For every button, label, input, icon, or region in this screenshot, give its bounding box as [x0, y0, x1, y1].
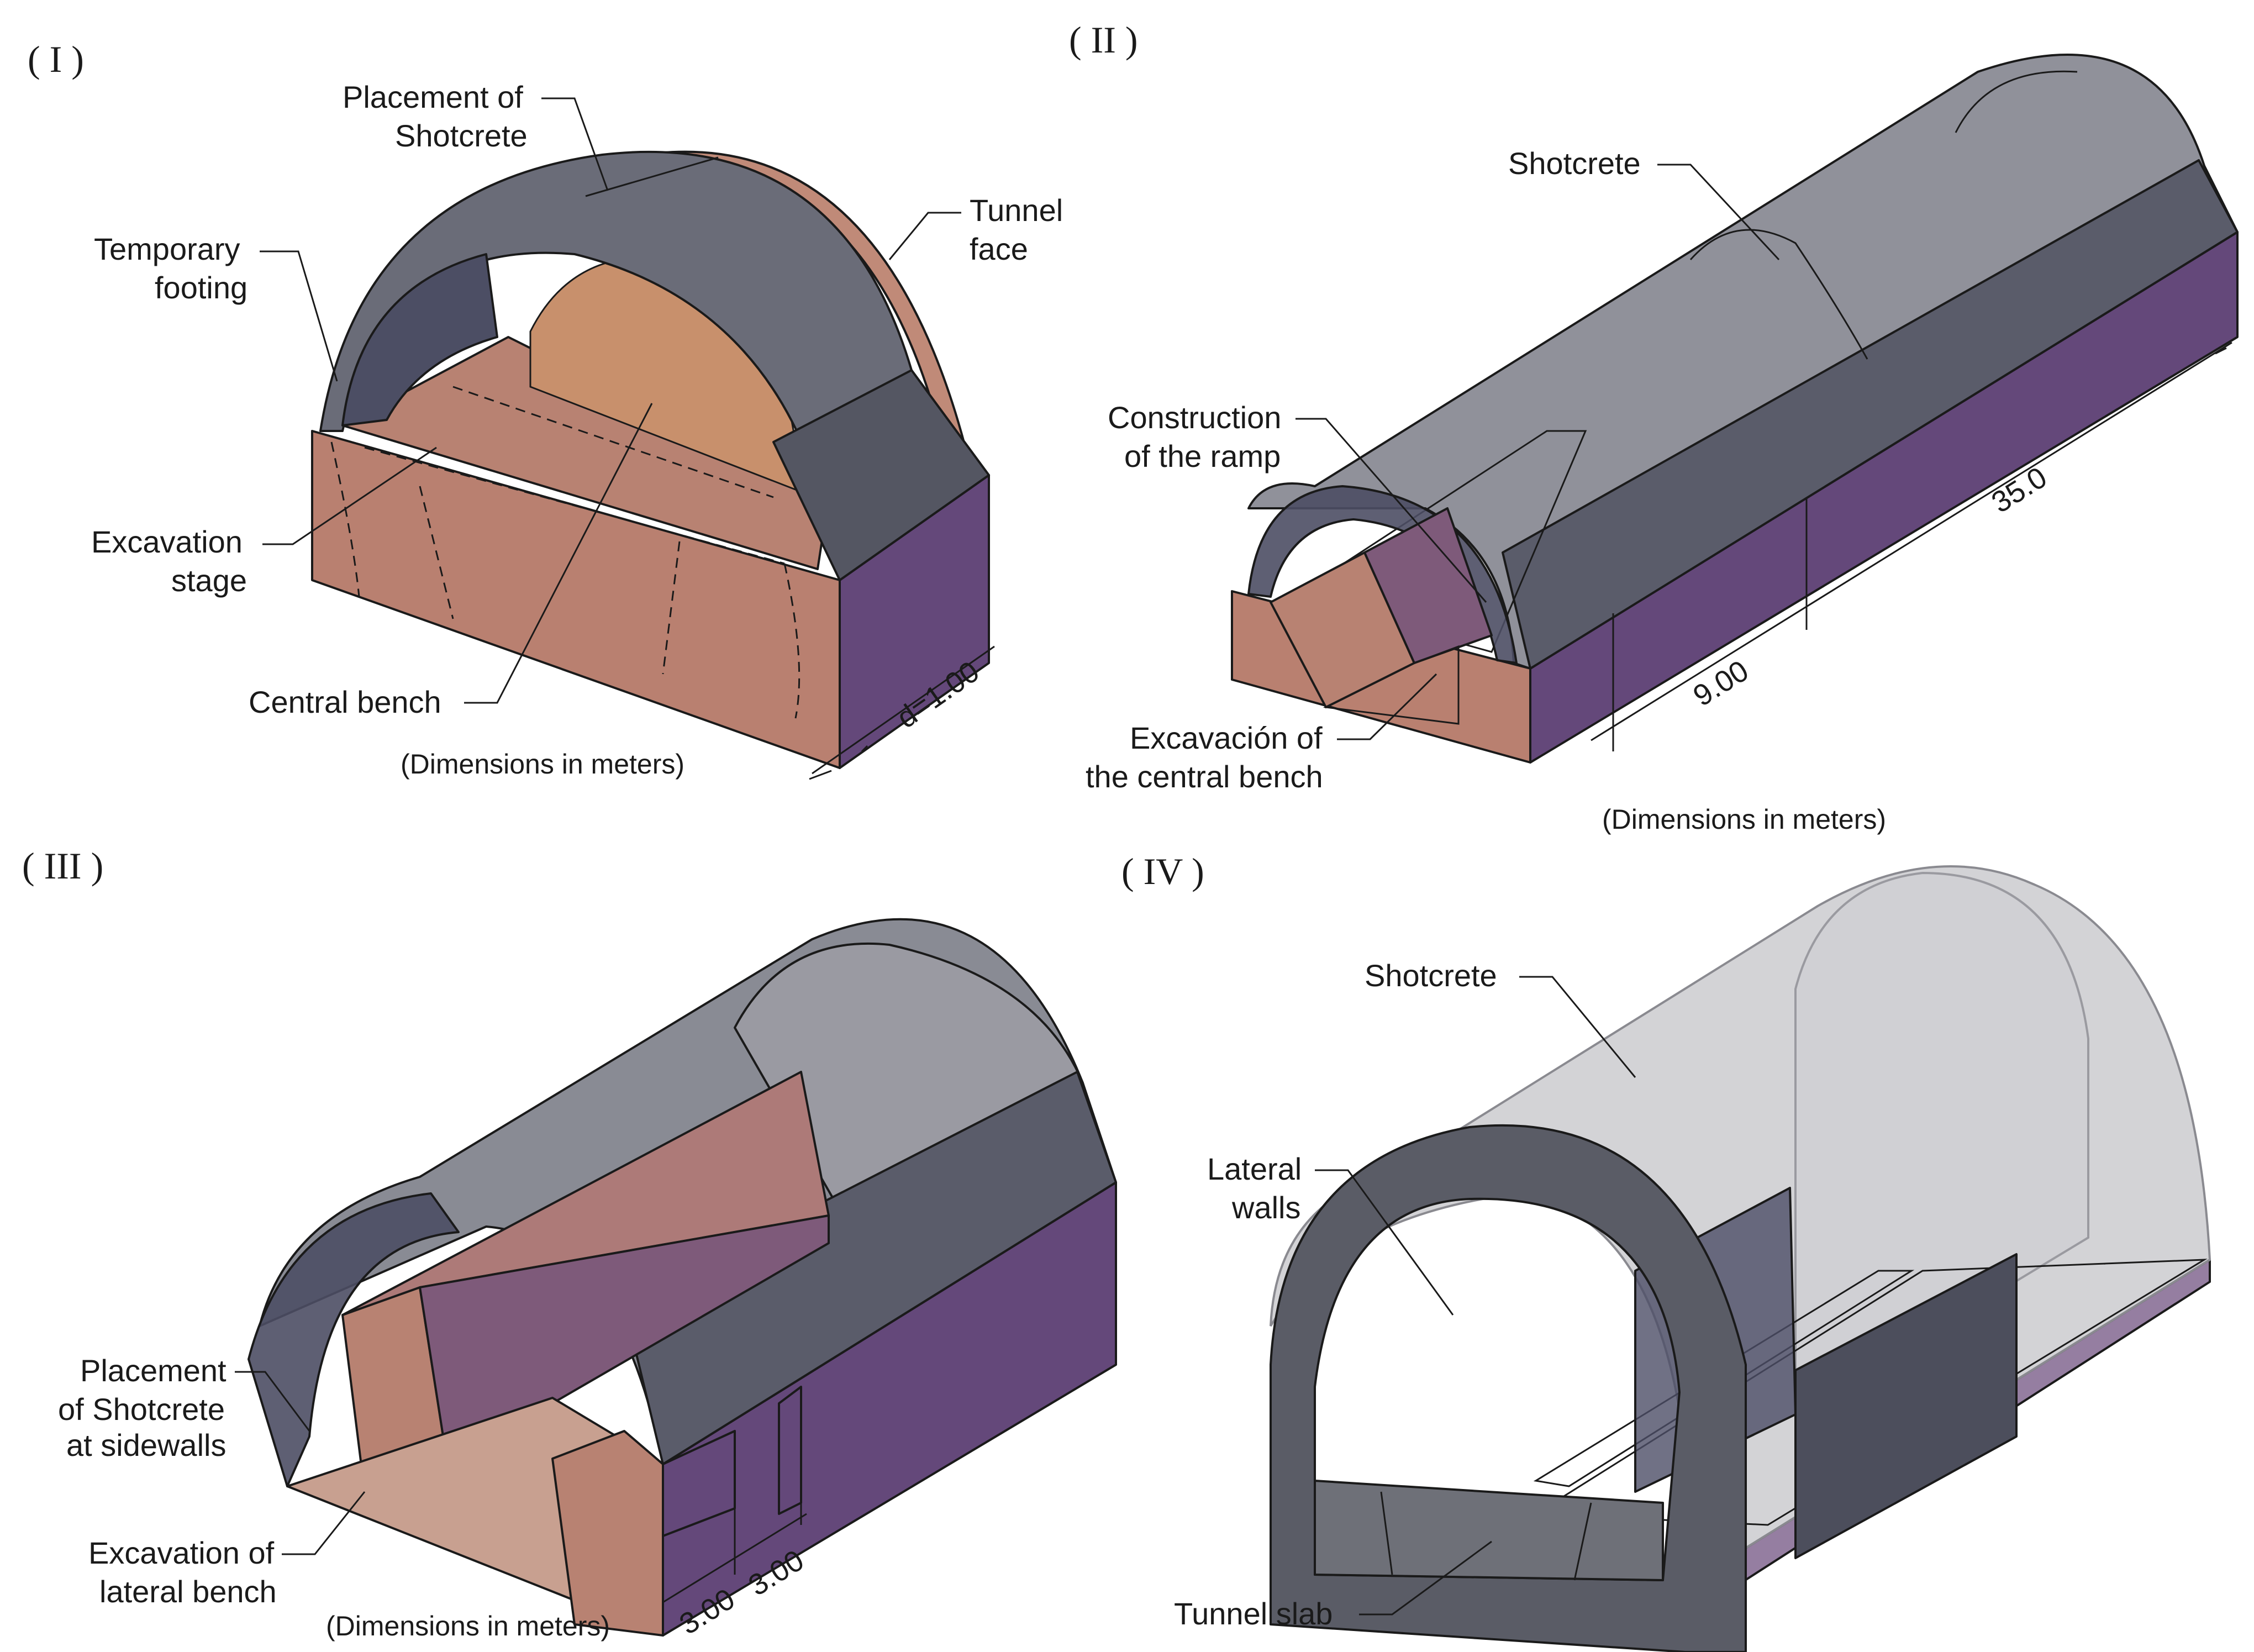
- panel-iii-sidewall-label-1: Placement: [80, 1353, 227, 1388]
- panel-ii-ramp-leader: [1295, 418, 1487, 603]
- panel-i-hidden-edge-2: [452, 386, 774, 498]
- panel-i-stage-label-2: stage: [171, 563, 247, 598]
- panel-iv-walls-label-2: walls: [1231, 1190, 1300, 1225]
- panel-ii-bench-floor: [1323, 645, 1460, 725]
- panel-i-dimensions-note: (Dimensions in meters): [401, 749, 684, 780]
- panel-ii-bench-label-2: the central bench: [1086, 759, 1323, 794]
- panel-i-placement-label-1: Placement of: [343, 80, 523, 114]
- panel-iii-lateral-label-2: lateral bench: [99, 1574, 277, 1609]
- panel-ii-shotcrete-label: Shotcrete: [1508, 146, 1641, 181]
- panel-i-stage-label-1: Excavation: [91, 524, 243, 559]
- panel-ii-bench-leader: [1337, 673, 1437, 740]
- panel-iii-bench-right: [419, 1214, 830, 1465]
- panel-ii-ramp-label-2: of the ramp: [1124, 439, 1281, 473]
- panel-ii-ramp-label-1: Construction: [1108, 400, 1281, 435]
- panel-i: ( I ) Placement of Shotcrete Temporary f…: [28, 38, 1063, 780]
- panel-ii-dimensions-note: (Dimensions in meters): [1602, 804, 1886, 835]
- panel-iv-slab-seam-2: [1573, 1502, 1592, 1581]
- panel-i-hidden-edge-3: [419, 486, 454, 619]
- panel-iii-lateral-bench: [551, 1430, 664, 1637]
- panel-i-footing-label-2: footing: [155, 270, 247, 305]
- panel-i-dim-ext-2: [861, 745, 868, 753]
- panel-iv-slab-seam-1: [1380, 1491, 1393, 1575]
- panel-ii-shotcrete-shell: [1247, 54, 2239, 670]
- panel-i-bench-label: Central bench: [249, 685, 441, 719]
- panel-iii-dimensions-note: (Dimensions in meters): [326, 1611, 610, 1642]
- panel-i-face-label-2: face: [970, 232, 1028, 266]
- panel-iii-sidewall-label-3: at sidewalls: [66, 1428, 226, 1462]
- panel-iv-lining-ring: [1270, 1124, 1747, 1652]
- panel-iv-slab-label: Tunnel slab: [1174, 1596, 1333, 1631]
- panel-i-stage-leader: [262, 446, 437, 545]
- panel-iv-shotcrete-label: Shotcrete: [1365, 958, 1497, 993]
- panel-ii-shell-side: [1502, 159, 2239, 670]
- panel-i-footing-label-1: Temporary: [94, 232, 240, 266]
- panel-iii-label: ( III ): [22, 845, 103, 887]
- panel-iii-pillar-2: [778, 1386, 802, 1515]
- panel-iii: ( III ) Placement of Shotcrete at sidewa…: [22, 845, 1117, 1642]
- panel-iv-slab-leader: [1359, 1540, 1492, 1616]
- panel-iv-walls-label-1: Lateral: [1207, 1151, 1302, 1186]
- panel-i-face-leader: [888, 212, 961, 260]
- panel-iii-far-arch: [734, 942, 1084, 1211]
- panel-i-bench-leader: [464, 403, 653, 704]
- panel-i-placement-label-2: Shotcrete: [395, 118, 528, 153]
- panel-ii-mid-arch: [1689, 229, 1868, 360]
- panel-i-hidden-edge-5: [330, 441, 360, 597]
- panel-iv-slab-front: [1314, 1480, 1664, 1581]
- panel-ii-bench-label-1: Excavación of: [1130, 720, 1323, 755]
- panel-i-label: ( I ): [28, 38, 84, 80]
- panel-ii-dim-tick-3: [2215, 347, 2227, 355]
- panel-iii-sidewall-label-2: of Shotcrete: [58, 1392, 225, 1427]
- panel-i-dim-ext-1: [809, 770, 832, 780]
- panel-i-hidden-edge-1: [364, 446, 785, 565]
- panel-iii-sidewall-leader: [235, 1371, 310, 1432]
- panel-i-shotcrete-inner: [341, 253, 498, 427]
- panel-iv-lateral-wall-right: [1794, 1253, 2018, 1559]
- panel-i-placement-leader: [541, 97, 609, 191]
- panel-iii-front-arch: [247, 1192, 460, 1487]
- panel-ii: ( II ) Shotcrete Construction of the ram…: [1069, 19, 2239, 835]
- panel-i-footing-leader: [260, 250, 338, 382]
- panel-iii-shell-side: [623, 1071, 1117, 1465]
- panel-i-dim-line: [812, 645, 995, 775]
- panel-iv-label: ( IV ): [1121, 850, 1204, 892]
- panel-ii-shotcrete-leader: [1657, 164, 1780, 261]
- panel-iv-shotcrete-leader: [1519, 976, 1636, 1078]
- panel-iii-lateral-label-1: Excavation of: [88, 1535, 275, 1570]
- panel-iv: ( IV ) Shotcrete Lateral walls Tunnel sl…: [1121, 850, 2211, 1652]
- panel-i-hidden-edge-4: [662, 541, 681, 675]
- panel-iii-lateral-leader: [282, 1491, 366, 1555]
- panel-i-hidden-edge-6: [783, 563, 801, 719]
- panel-i-shotcrete-front: [772, 369, 990, 581]
- panel-ii-bench-top: [1363, 507, 1493, 664]
- panel-i-face-label-1: Tunnel: [970, 193, 1063, 228]
- panel-ii-far-arch: [1955, 70, 2078, 133]
- panel-ii-label: ( II ): [1069, 19, 1138, 61]
- panel-iv-walls-leader: [1315, 1169, 1454, 1316]
- panel-ii-dim-line: [1591, 341, 2232, 741]
